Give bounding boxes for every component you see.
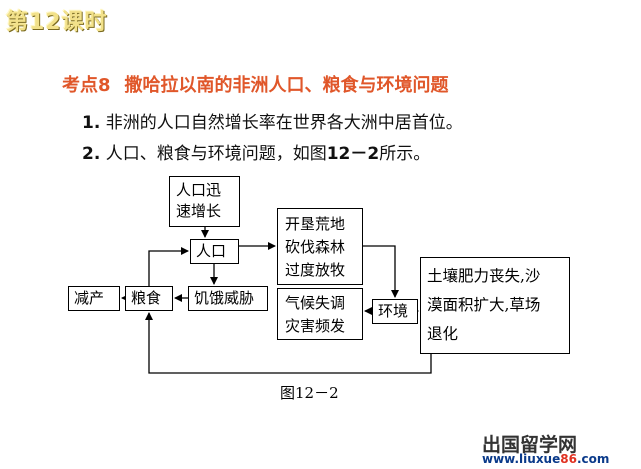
box-population: 人口: [190, 239, 239, 264]
box-land-degradation: 土壤肥力丧失,沙 漠面积扩大,草场 退化: [420, 257, 570, 354]
item-number: 1.: [82, 113, 101, 133]
arrow-soil-to-grain: [145, 312, 432, 374]
lesson-title: 第12课时: [6, 10, 108, 35]
point-title: 撒哈拉以南的非洲人口、粮食与环境问题: [124, 75, 449, 96]
box-grain: 粮食: [125, 286, 173, 311]
item-number: 2.: [82, 144, 101, 164]
watermark-url: www.liuxue86.com: [482, 452, 610, 466]
figure-caption: 图12－2: [280, 384, 339, 402]
list-item: 1. 非洲的人口自然增长率在世界各大洲中居首位。: [82, 108, 463, 133]
box-reduced-yield: 减产: [68, 286, 120, 311]
arrow-reclaim-to-environment: [363, 245, 399, 298]
list-item: 2. 人口、粮食与环境问题，如图12－2所示。: [82, 139, 430, 164]
arrow-grain-to-population: [148, 247, 189, 286]
box-climate-disorder: 气候失调 灾害频发: [277, 288, 363, 340]
figure-ref: 12－2: [326, 144, 380, 164]
box-environment: 环境: [372, 299, 418, 324]
item-text: 非洲的人口自然增长率在世界各大洲中居首位。: [105, 113, 463, 133]
point-heading: 考点8 撒哈拉以南的非洲人口、粮食与环境问题: [62, 71, 449, 97]
box-human-activities: 开垦荒地 砍伐森林 过度放牧: [277, 208, 363, 285]
item-text-end: 所示。: [379, 144, 431, 164]
watermark-logo-text: 出国留学网: [482, 434, 578, 456]
box-famine-threat: 饥饿威胁: [188, 286, 268, 311]
item-text: 人口、粮食与环境问题，如图: [105, 144, 327, 164]
point-label: 考点8: [62, 75, 111, 96]
box-rapid-population-growth: 人口迅 速增长: [169, 176, 240, 227]
